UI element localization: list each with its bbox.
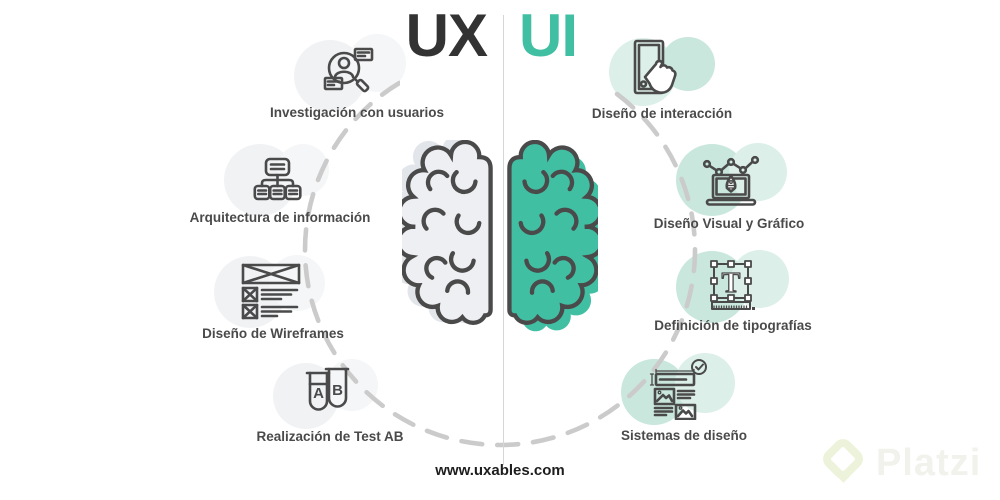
- title-ui: UI: [519, 2, 578, 69]
- visual-design-icon: [702, 155, 760, 206]
- ui-item-label-interaction: Diseño de interacción: [591, 106, 733, 121]
- brain-illustration: [402, 140, 598, 332]
- ui-item-label-design-system: Sistemas de diseño: [620, 428, 748, 443]
- platzi-watermark: Platzi: [820, 436, 981, 490]
- ab-test-icon: A B: [305, 367, 350, 411]
- svg-text:B: B: [332, 382, 343, 399]
- wireframe-icon: [241, 263, 301, 320]
- center-divider-line: [503, 15, 504, 465]
- interaction-icon: [633, 39, 677, 95]
- website-url: www.uxables.com: [435, 462, 565, 479]
- platzi-logo-text: Platzi: [876, 441, 982, 484]
- design-system-icon: [649, 359, 707, 420]
- title-ux: UX: [405, 2, 488, 69]
- sitemap-icon: [253, 157, 302, 201]
- ux-item-label-wireframes: Diseño de Wireframes: [202, 326, 344, 341]
- svg-text:A: A: [313, 385, 324, 402]
- ux-item-label-ab-test: Realización de Test AB: [256, 429, 404, 444]
- ux-item-label-research: Investigación con usuarios: [269, 105, 445, 120]
- typography-icon: T: [710, 260, 755, 310]
- ui-item-label-visual-design: Diseño Visual y Gráfico: [653, 216, 805, 231]
- user-research-icon: [323, 47, 374, 93]
- ux-item-label-architecture: Arquitectura de información: [189, 210, 371, 225]
- platzi-logo-icon: [823, 439, 863, 483]
- svg-text:T: T: [722, 268, 741, 299]
- ui-item-label-typography: Definición de tipografías: [654, 318, 812, 333]
